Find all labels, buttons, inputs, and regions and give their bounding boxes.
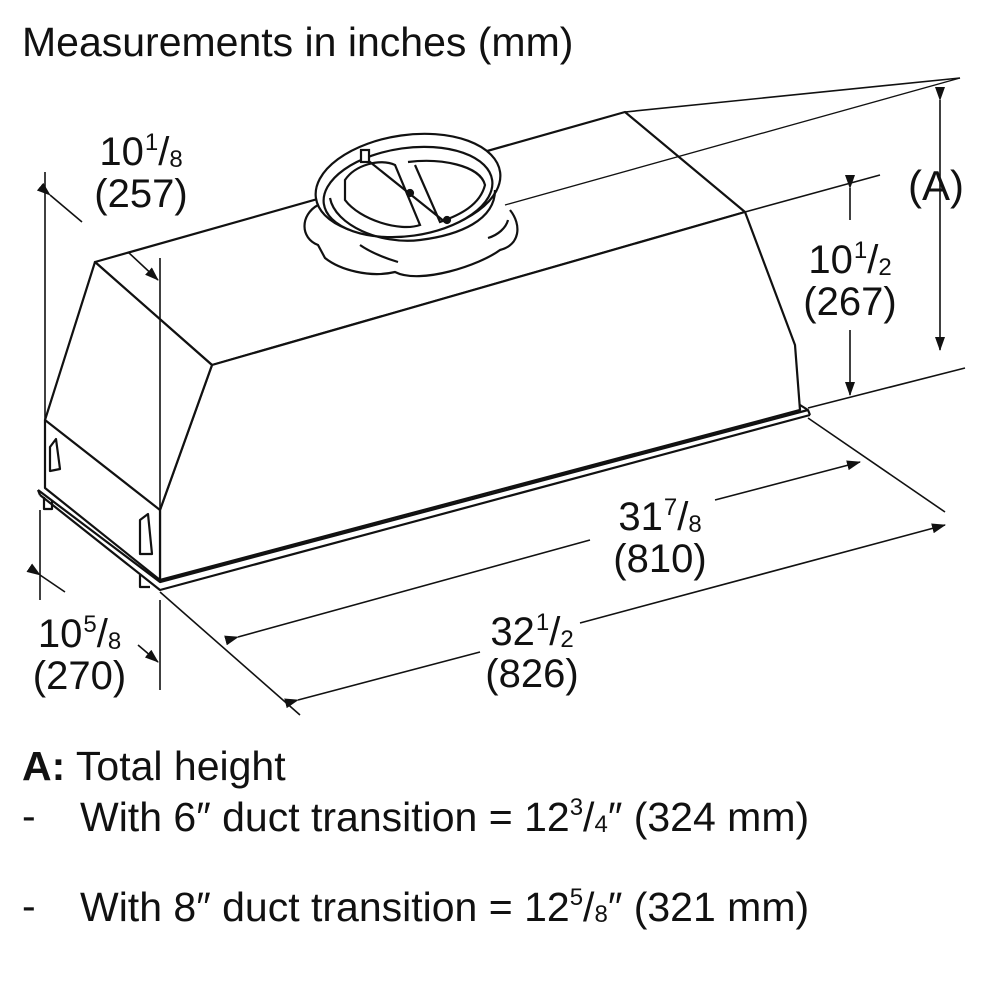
note-dash: - <box>22 883 36 929</box>
dimension-width-outer: 321/2 (826) <box>485 609 579 696</box>
dimension-lines <box>26 77 966 716</box>
dimension-height: 101/2 (267) <box>803 237 897 324</box>
note-dash: - <box>22 793 36 839</box>
dimension-depth-top: 101/8 (257) <box>94 129 188 216</box>
notes-heading-text: Total height <box>75 743 286 789</box>
dimension-width-inner: 317/8 (810) <box>613 494 707 581</box>
callout-a-label: (A) <box>908 162 964 209</box>
page-title: Measurements in inches (mm) <box>22 19 574 65</box>
notes-key: A: <box>22 743 66 789</box>
dimension-depth-bottom: 105/8 (270) <box>32 611 127 698</box>
notes-heading: A: Total height <box>22 746 286 787</box>
duct-collar <box>303 132 519 278</box>
